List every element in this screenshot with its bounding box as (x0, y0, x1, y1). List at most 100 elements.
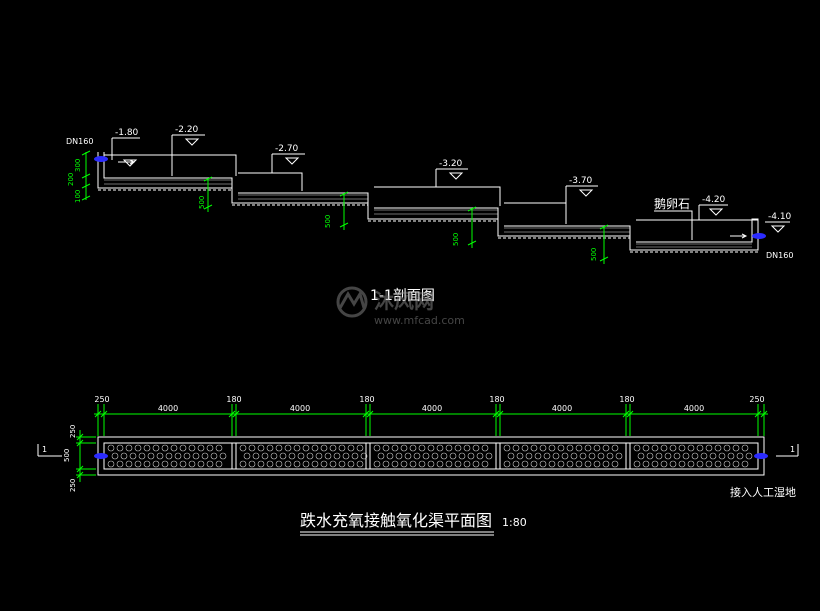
gravel-pebble (525, 452, 533, 460)
gravel-pebble (409, 460, 417, 468)
gravel-pebble (409, 444, 417, 452)
gravel-pebble (741, 460, 749, 468)
gravel-pebble (579, 452, 587, 460)
gravel-pebble (723, 460, 731, 468)
gravel-pebble (552, 452, 560, 460)
gravel-pebble (324, 452, 332, 460)
gravel-pebble (165, 452, 173, 460)
gravel-pebble (107, 444, 115, 452)
plan-left-dim-labels: 250 500 250 (63, 425, 77, 492)
gravel-pebble (107, 460, 115, 468)
gravel-pebble (588, 452, 596, 460)
gravel-note-leader (654, 210, 693, 240)
gravel-pebble (427, 444, 435, 452)
gravel-pebble (736, 452, 744, 460)
gravel-pebble (373, 444, 381, 452)
gravel-pebble (521, 444, 529, 452)
gravel-pebble (329, 444, 337, 452)
gravel-pebble (192, 452, 200, 460)
plan-view (97, 436, 765, 476)
gravel-pebble (512, 444, 520, 452)
gravel-pebble (561, 452, 569, 460)
gravel-pebble (660, 460, 668, 468)
gravel-pebble (356, 444, 364, 452)
drop-dim-4: 500 (590, 248, 598, 261)
gravel-pebble (179, 460, 187, 468)
elevation-labels: -1.80 -2.20 -2.70 -3.20 -3.70 -4.20 -4.1… (115, 125, 792, 222)
gravel-pebble (682, 452, 690, 460)
gravel-pebble (655, 452, 663, 460)
top-dim-2: 180 (226, 395, 241, 404)
gravel-pebble (152, 460, 160, 468)
gravel-pebble (548, 444, 556, 452)
plan-gravel-pattern (107, 444, 753, 468)
section-dimensions (81, 150, 609, 264)
gravel-pebble (566, 444, 574, 452)
flow-arrow-in (118, 159, 136, 165)
gravel-pebble (593, 444, 601, 452)
gravel-pebble (593, 460, 601, 468)
gravel-pebble (539, 444, 547, 452)
gravel-pebble (745, 452, 753, 460)
elevation-leaders (111, 134, 790, 223)
elev-7: -4.10 (768, 212, 792, 222)
gravel-pebble (257, 444, 265, 452)
gravel-pebble (329, 460, 337, 468)
gravel-pebble (678, 444, 686, 452)
gravel-pebble (400, 444, 408, 452)
section-marker-right: 1 (790, 445, 795, 454)
gravel-pebble (248, 444, 256, 452)
gravel-pebble (147, 452, 155, 460)
gravel-pebble (597, 452, 605, 460)
gravel-pebble (266, 460, 274, 468)
pipe-label-left: DN160 (66, 137, 93, 146)
top-dim-8: 180 (619, 395, 634, 404)
gravel-pebble (463, 444, 471, 452)
gravel-pebble (382, 444, 390, 452)
plan-title: 跌水充氧接触氧化渠平面图 (300, 511, 492, 530)
top-dim-3: 4000 (290, 404, 310, 413)
gravel-pebble (248, 460, 256, 468)
gravel-pebble (284, 460, 292, 468)
gravel-pebble (503, 460, 511, 468)
gravel-pebble (687, 460, 695, 468)
gravel-note: 鹅卵石 (654, 197, 690, 211)
flow-arrow-out (730, 233, 748, 239)
gravel-pebble (315, 452, 323, 460)
gravel-pebble (413, 452, 421, 460)
gravel-pebble (705, 444, 713, 452)
channel-step-1 (97, 152, 233, 189)
elev-5: -3.70 (569, 176, 593, 186)
gravel-pebble (678, 460, 686, 468)
gravel-pebble (197, 460, 205, 468)
left-dim-0: 250 (69, 425, 77, 438)
gravel-bed-hatch (104, 179, 752, 248)
gravel-pebble (660, 444, 668, 452)
top-dim-9: 4000 (684, 404, 704, 413)
gravel-pebble (696, 460, 704, 468)
gravel-pebble (134, 444, 142, 452)
gravel-pebble (206, 444, 214, 452)
gravel-pebble (557, 444, 565, 452)
top-dim-6: 180 (489, 395, 504, 404)
top-dim-0: 250 (94, 395, 109, 404)
gravel-pebble (530, 444, 538, 452)
gravel-pebble (111, 452, 119, 460)
left-dim-1: 500 (63, 449, 71, 462)
gravel-pebble (293, 444, 301, 452)
top-dim-10: 250 (749, 395, 764, 404)
weir-lines (104, 154, 758, 224)
gravel-pebble (445, 444, 453, 452)
gravel-pebble (602, 460, 610, 468)
gravel-pebble (156, 452, 164, 460)
gravel-pebble (302, 460, 310, 468)
gravel-pebble (297, 452, 305, 460)
gravel-pebble (467, 452, 475, 460)
section-marker-left: 1 (42, 445, 47, 454)
gravel-pebble (534, 452, 542, 460)
gravel-pebble (539, 460, 547, 468)
gravel-pebble (431, 452, 439, 460)
gravel-pebble (727, 452, 735, 460)
gravel-pebble (197, 444, 205, 452)
